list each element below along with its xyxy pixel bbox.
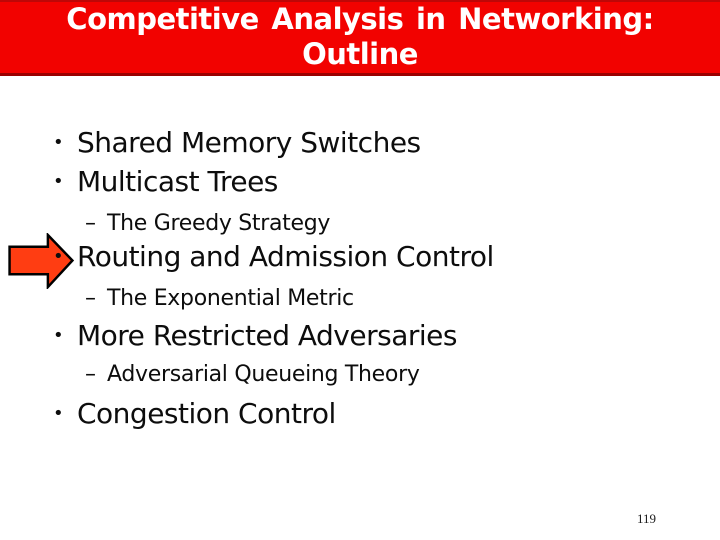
bullet-marker: •: [53, 403, 64, 424]
bullet-item: • More Restricted Adversaries: [0, 319, 720, 353]
bullet-marker: •: [53, 132, 64, 153]
bullet-item-highlighted: • Multicast Trees: [0, 165, 720, 199]
sub-bullet-text: The Greedy Strategy: [107, 211, 331, 236]
sub-bullet-item: – The Exponential Metric: [0, 285, 720, 313]
bullet-text: More Restricted Adversaries: [77, 319, 457, 352]
sub-bullet-text: Adversarial Queueing Theory: [107, 362, 420, 387]
sub-bullet-marker: –: [85, 362, 96, 387]
highlight-arrow-icon: [8, 233, 75, 289]
outline-content: • Shared Memory Switches • Multicast Tre…: [0, 76, 720, 540]
bullet-marker: •: [53, 246, 64, 267]
highlight-arrow-shape: [8, 233, 75, 289]
bullet-text: Shared Memory Switches: [77, 126, 421, 159]
sub-bullet-text: The Exponential Metric: [107, 286, 354, 311]
bullet-marker: •: [53, 325, 64, 346]
bullet-text: Routing and Admission Control: [77, 240, 494, 273]
page-number: 119: [637, 511, 657, 526]
bullet-text: Congestion Control: [77, 397, 336, 430]
bullet-item: • Congestion Control: [0, 397, 720, 431]
slide-title-line2: Outline: [302, 37, 418, 71]
sub-bullet-item: – Adversarial Queueing Theory: [0, 361, 720, 389]
bullet-item: • Shared Memory Switches: [0, 126, 720, 160]
sub-bullet-marker: –: [85, 286, 96, 311]
sub-bullet-marker: –: [85, 211, 96, 236]
bullet-marker: •: [53, 171, 64, 192]
sub-bullet-item: – The Greedy Strategy: [0, 210, 720, 238]
bullet-text: Multicast Trees: [77, 165, 278, 198]
bullet-item: • Routing and Admission Control: [0, 240, 720, 274]
slide-title-line1: Competitive Analysis in Networking:: [66, 2, 654, 36]
title-banner: Competitive Analysis in Networking: Outl…: [0, 0, 720, 76]
